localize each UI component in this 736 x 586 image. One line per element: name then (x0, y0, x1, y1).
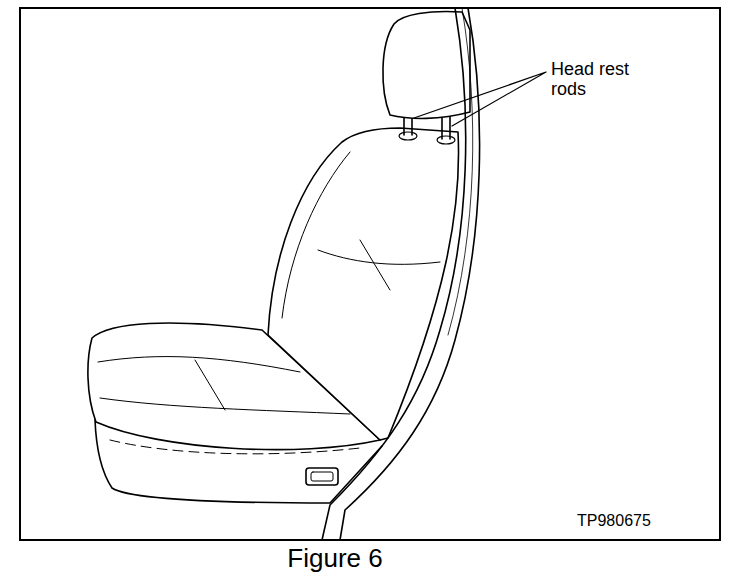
rod-guide (437, 136, 455, 144)
part-label: Head rest rods (551, 60, 651, 100)
door-pillar (322, 8, 466, 540)
door-pillar (448, 8, 473, 335)
figure-caption: Figure 6 (287, 544, 382, 573)
cushion-seam (98, 357, 300, 372)
figure-frame (20, 8, 720, 540)
seat-back-seam (360, 240, 390, 290)
cushion-seam (195, 360, 225, 410)
seat-back-seam (318, 250, 440, 264)
seat-back (268, 128, 459, 440)
head-rest (383, 12, 470, 119)
door-pillar (340, 8, 480, 540)
figure-code: TP980675 (577, 512, 651, 530)
seat-lever-grip (311, 472, 333, 481)
seat-lever (306, 468, 338, 485)
rod-guide (399, 132, 417, 140)
seat-back-bolster (282, 152, 350, 318)
leader-line (414, 72, 546, 126)
cushion-seam (100, 398, 350, 414)
